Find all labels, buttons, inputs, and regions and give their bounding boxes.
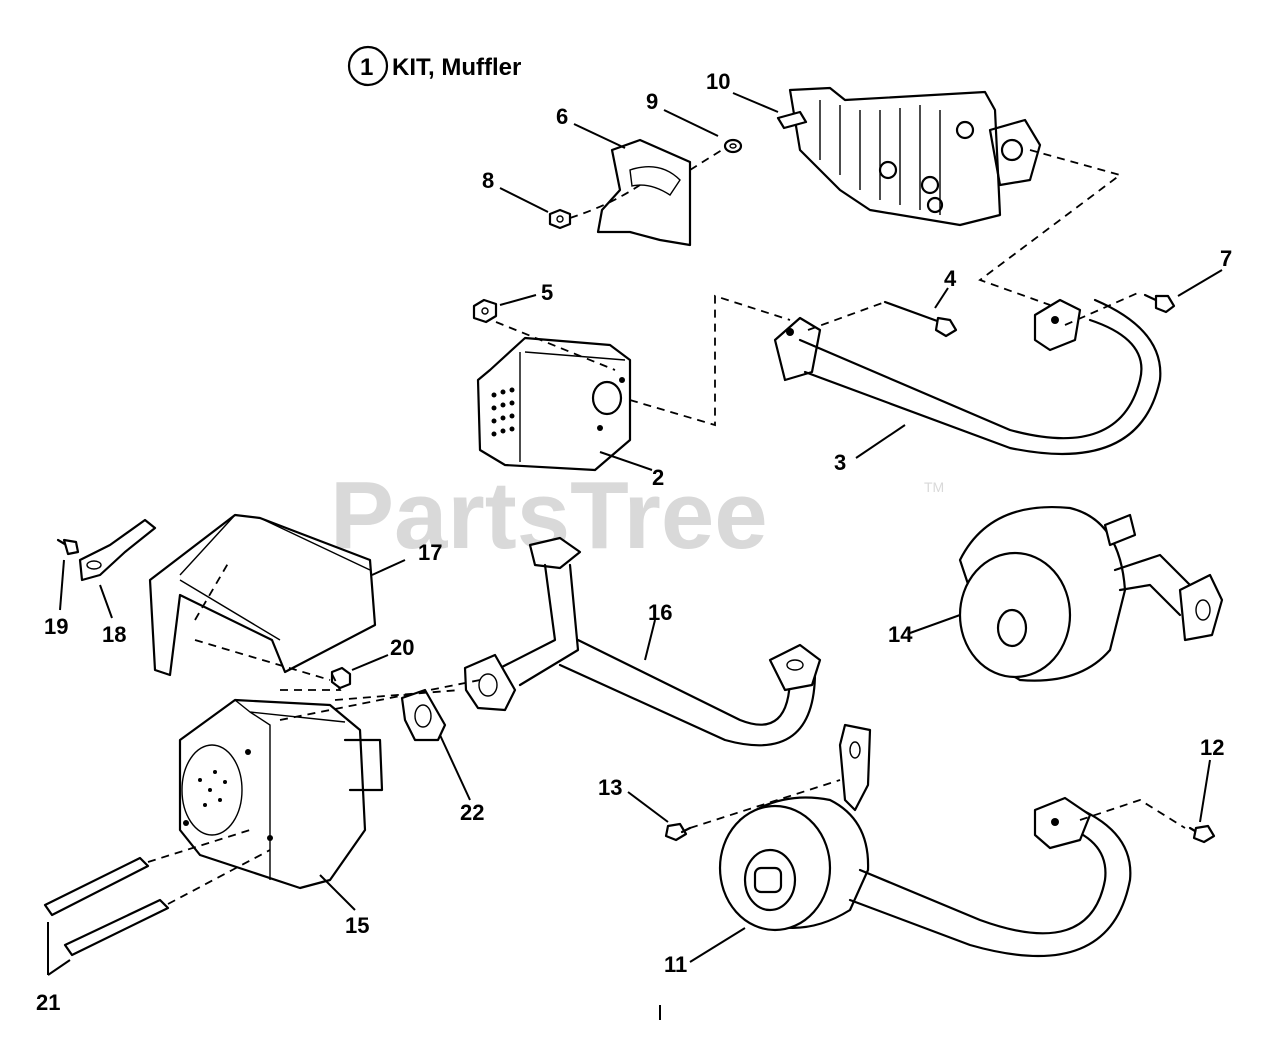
callout-21: 21 <box>36 990 60 1015</box>
part-21-bolts <box>43 829 271 957</box>
callout-18: 18 <box>102 622 126 647</box>
part-22-gasket <box>400 688 447 742</box>
title-number-circle <box>347 45 389 87</box>
part-13-screw <box>664 779 841 842</box>
part-19-screw <box>56 538 80 556</box>
callout-15: 15 <box>345 913 369 938</box>
part-17-heat-shield <box>148 513 377 681</box>
part-12-screw <box>1079 799 1216 844</box>
callout-6: 6 <box>556 104 568 129</box>
part-7-bolt <box>1064 291 1176 326</box>
watermark-trademark: TM <box>924 479 944 495</box>
part-20-nut <box>330 666 352 690</box>
part-15-muffler <box>178 669 481 890</box>
pipe-3-guide-line <box>978 149 1123 306</box>
part-11-muffler-assembly <box>718 723 1132 958</box>
kit-title: 1 KIT, Muffler <box>347 45 521 87</box>
callout-5: 5 <box>541 280 553 305</box>
callout-16: 16 <box>648 600 672 625</box>
engine-block <box>788 86 1042 227</box>
part-14-muffler-assembly <box>958 506 1224 682</box>
callout-7: 7 <box>1220 246 1232 271</box>
callout-2: 2 <box>652 465 664 490</box>
part-4-bolt <box>807 300 958 338</box>
part-9-washer <box>723 138 743 154</box>
callout-22: 22 <box>460 800 484 825</box>
part-8-nut <box>548 208 572 230</box>
part-16-exhaust-pipe <box>463 536 822 747</box>
part-10-stud <box>776 110 808 130</box>
callout-13: 13 <box>598 775 622 800</box>
title-number: 1 <box>360 54 373 81</box>
part-5-nut <box>472 298 498 324</box>
callout-14: 14 <box>888 622 913 647</box>
part-6-bracket <box>569 138 726 247</box>
part-18-bracket <box>78 518 157 582</box>
callout-3: 3 <box>834 450 846 475</box>
callout-12: 12 <box>1200 735 1224 760</box>
callout-17: 17 <box>418 540 442 565</box>
part-3-exhaust-pipe <box>773 298 1162 456</box>
callout-11: 11 <box>664 952 687 977</box>
part-2-muffler <box>476 294 791 472</box>
callout-8: 8 <box>482 168 494 193</box>
callout-4: 4 <box>944 266 957 291</box>
muffler-2-perforations <box>491 387 515 437</box>
callout-20: 20 <box>390 635 414 660</box>
callout-9: 9 <box>646 89 658 114</box>
title-text: KIT, Muffler <box>392 54 521 81</box>
callout-10: 10 <box>706 69 730 94</box>
callout-19: 19 <box>44 614 68 639</box>
leader-lines <box>47 92 1223 976</box>
